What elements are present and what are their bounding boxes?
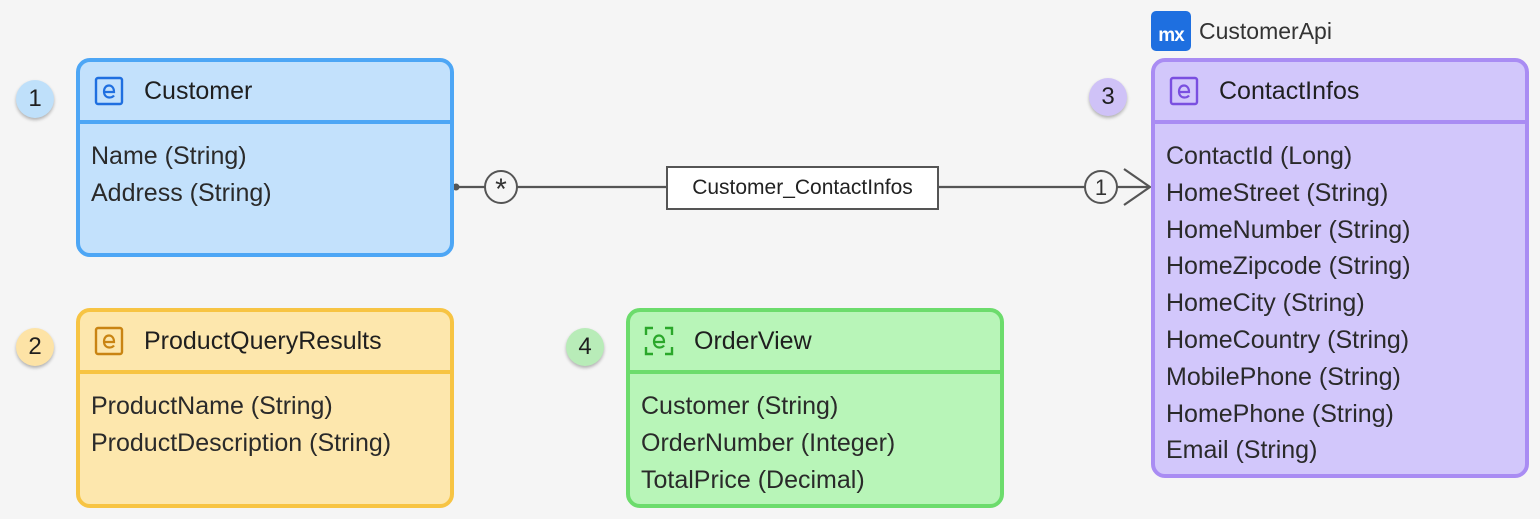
attribute[interactable]: Customer (String) bbox=[641, 392, 839, 420]
entity-icon bbox=[94, 326, 124, 356]
entity-title: Customer bbox=[144, 76, 253, 105]
entity-icon bbox=[1169, 76, 1199, 106]
attribute-list: ProductName (String) ProductDescription … bbox=[80, 374, 450, 462]
attribute[interactable]: HomeCity (String) bbox=[1166, 289, 1365, 318]
association-label[interactable]: Customer_ContactInfos bbox=[666, 166, 939, 210]
target-arrow-icon bbox=[1123, 168, 1152, 206]
target-multiplicity: 1 bbox=[1095, 175, 1107, 200]
attribute[interactable]: MobilePhone (String) bbox=[1166, 362, 1401, 391]
module-label: mx CustomerApi bbox=[1151, 11, 1332, 51]
badge-1: 1 bbox=[16, 80, 54, 118]
one-multiplicity-icon bbox=[1084, 170, 1118, 204]
entity-header[interactable]: OrderView bbox=[630, 312, 1000, 374]
entity-header[interactable]: Customer bbox=[80, 62, 450, 124]
entity-product-query-results[interactable]: ProductQueryResults ProductName (String)… bbox=[76, 308, 454, 508]
entity-title: ContactInfos bbox=[1219, 76, 1360, 105]
attribute[interactable]: OrderNumber (Integer) bbox=[641, 428, 896, 457]
attribute[interactable]: HomeStreet (String) bbox=[1166, 178, 1389, 207]
entity-icon bbox=[94, 76, 124, 106]
attribute[interactable]: HomePhone (String) bbox=[1166, 399, 1394, 428]
source-multiplicity: * bbox=[495, 173, 507, 206]
attribute[interactable]: Email (String) bbox=[1166, 436, 1318, 465]
attribute[interactable]: HomeCountry (String) bbox=[1166, 325, 1410, 354]
attribute-list: Name (String) Address (String) bbox=[80, 124, 450, 212]
attribute[interactable]: ContactId (Long) bbox=[1166, 142, 1353, 170]
attribute-list: ContactId (Long) HomeStreet (String) Hom… bbox=[1155, 124, 1525, 469]
association-origin-dot bbox=[452, 183, 460, 191]
badge-2: 2 bbox=[16, 328, 54, 366]
entity-header[interactable]: ProductQueryResults bbox=[80, 312, 450, 374]
attribute[interactable]: HomeZipcode (String) bbox=[1166, 252, 1411, 281]
module-name: CustomerApi bbox=[1199, 17, 1332, 44]
attribute[interactable]: HomeNumber (String) bbox=[1166, 215, 1411, 244]
attribute[interactable]: ProductDescription (String) bbox=[91, 428, 392, 457]
attribute[interactable]: Name (String) bbox=[91, 142, 247, 170]
attribute[interactable]: TotalPrice (Decimal) bbox=[641, 465, 865, 494]
entity-header[interactable]: ContactInfos bbox=[1155, 62, 1525, 124]
many-multiplicity-icon bbox=[484, 170, 518, 204]
mendix-logo: mx bbox=[1151, 11, 1191, 51]
entity-contact-infos[interactable]: ContactInfos ContactId (Long) HomeStreet… bbox=[1151, 58, 1529, 478]
attribute[interactable]: ProductName (String) bbox=[91, 392, 333, 420]
attribute-list: Customer (String) OrderNumber (Integer) … bbox=[630, 374, 1000, 498]
view-entity-icon bbox=[644, 326, 674, 356]
entity-customer[interactable]: Customer Name (String) Address (String) bbox=[76, 58, 454, 257]
attribute[interactable]: Address (String) bbox=[91, 178, 272, 207]
badge-3: 3 bbox=[1089, 78, 1127, 116]
badge-4: 4 bbox=[566, 328, 604, 366]
entity-order-view[interactable]: OrderView Customer (String) OrderNumber … bbox=[626, 308, 1004, 508]
entity-title: OrderView bbox=[694, 326, 812, 355]
entity-title: ProductQueryResults bbox=[144, 326, 382, 355]
